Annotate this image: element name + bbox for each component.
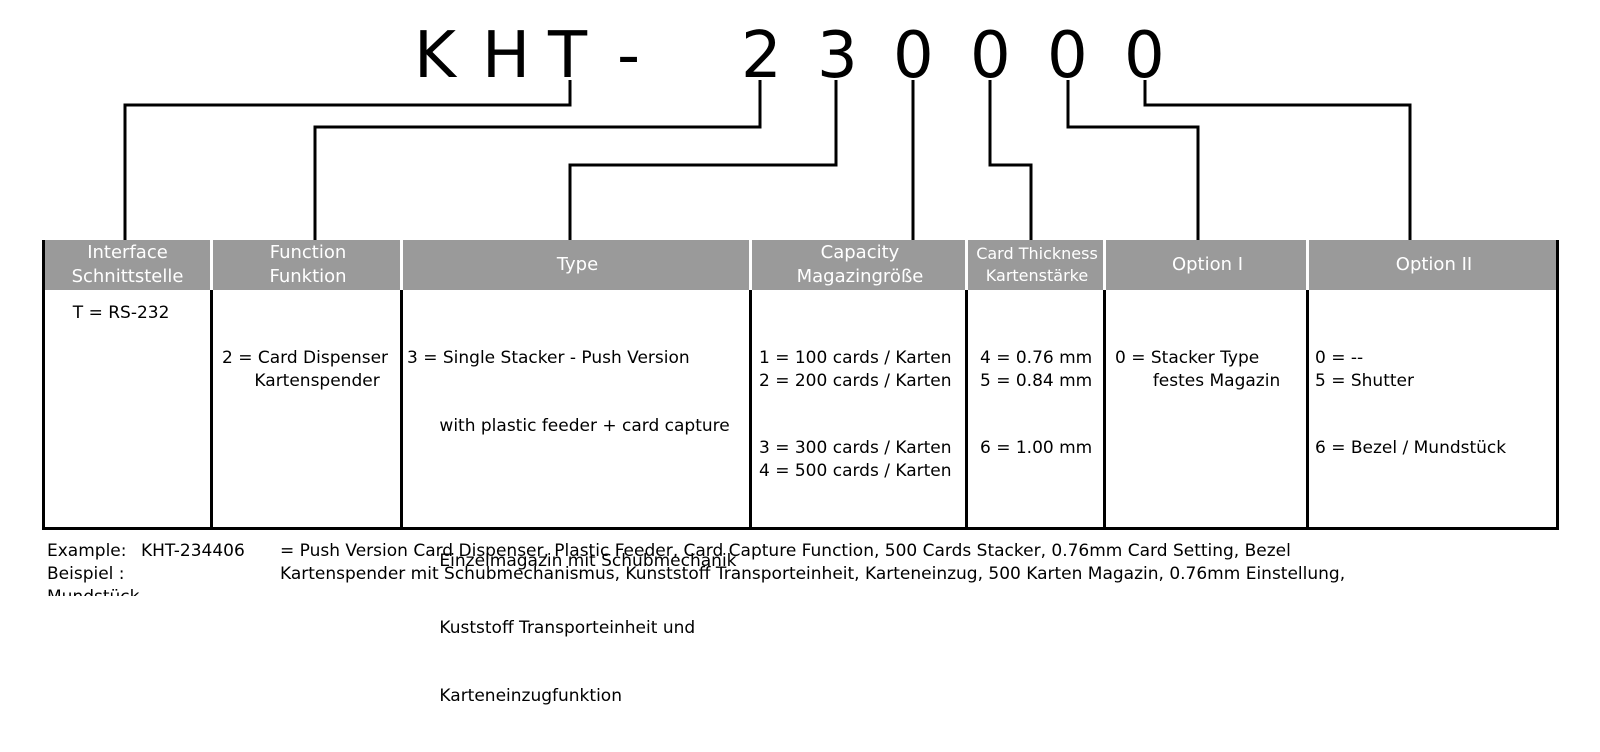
column-type: Type 3 = Single Stacker - Push Version w… — [403, 240, 752, 706]
connector-interface — [123, 80, 572, 240]
header-separator — [1103, 240, 1106, 290]
cell-interface: T = RS-232 — [62, 303, 170, 323]
column-option1: Option I 0 = Stacker Type festes Magazin — [1106, 240, 1309, 530]
column-divider — [1306, 290, 1309, 530]
example-note: Example: KHT-234406 = Push Version Card … — [47, 540, 1577, 596]
column-divider — [749, 290, 752, 530]
header-separator — [1306, 240, 1309, 290]
connector-thickness — [988, 80, 1033, 240]
header-capacity: Capacity Magazingröße — [752, 240, 968, 290]
column-capacity: Capacity Magazingröße 1 = 100 cards / Ka… — [752, 240, 968, 530]
example-code: KHT-234406 — [141, 541, 245, 561]
header-separator — [400, 240, 403, 290]
connector-lines — [123, 80, 1412, 240]
beispiel-cont: Mundstück — [47, 586, 140, 596]
column-divider — [400, 290, 403, 530]
code-letter-k: K — [414, 19, 456, 93]
example-line: Example: KHT-234406 = Push Version Card … — [47, 540, 1577, 563]
table-frame — [42, 240, 1559, 530]
example-label: Example: — [47, 541, 127, 561]
connector-type — [568, 80, 838, 240]
column-interface: Interface Schnittstelle T = RS-232 — [42, 240, 213, 530]
header-separator — [965, 240, 968, 290]
header-function: Function Funktion — [213, 240, 403, 290]
connector-option1 — [1066, 80, 1200, 240]
cell-option1: 0 = Stacker Type festes Magazin — [1115, 348, 1281, 391]
column-divider — [1103, 290, 1106, 530]
code-dash: - — [617, 19, 641, 93]
code-letter-h: H — [482, 19, 531, 93]
beispiel-label: Beispiel : — [47, 564, 125, 584]
example-text: = Push Version Card Dispenser, Plastic F… — [280, 541, 1291, 561]
header-option1: Option I — [1106, 240, 1309, 290]
column-option2: Option II 0 = --5 = Shutter 6 = Bezel / … — [1309, 240, 1559, 530]
header-separator — [210, 240, 213, 290]
connector-option2 — [1143, 80, 1412, 240]
header-type: Type — [403, 240, 752, 290]
connector-function — [313, 80, 762, 240]
cell-option2: 0 = --5 = Shutter 6 = Bezel / Mundstück — [1315, 348, 1507, 458]
column-divider — [210, 290, 213, 530]
cell-function: 2 = Card Dispenser Kartenspender — [222, 348, 389, 391]
header-separator — [749, 240, 752, 290]
code-letter-t: T — [548, 19, 588, 93]
header-thickness: Card Thickness Kartenstärke — [968, 240, 1106, 290]
beispiel-line: Beispiel : Kartenspender mit Schubmechan… — [47, 563, 1577, 586]
beispiel-text: Kartenspender mit Schubmechanismus, Kuns… — [280, 564, 1346, 584]
beispiel-continuation: Mundstück — [47, 586, 1577, 596]
header-option2: Option II — [1309, 240, 1559, 290]
column-function: Function Funktion 2 = Card Dispenser Kar… — [213, 240, 403, 530]
column-divider — [965, 290, 968, 530]
header-interface: Interface Schnittstelle — [42, 240, 213, 290]
